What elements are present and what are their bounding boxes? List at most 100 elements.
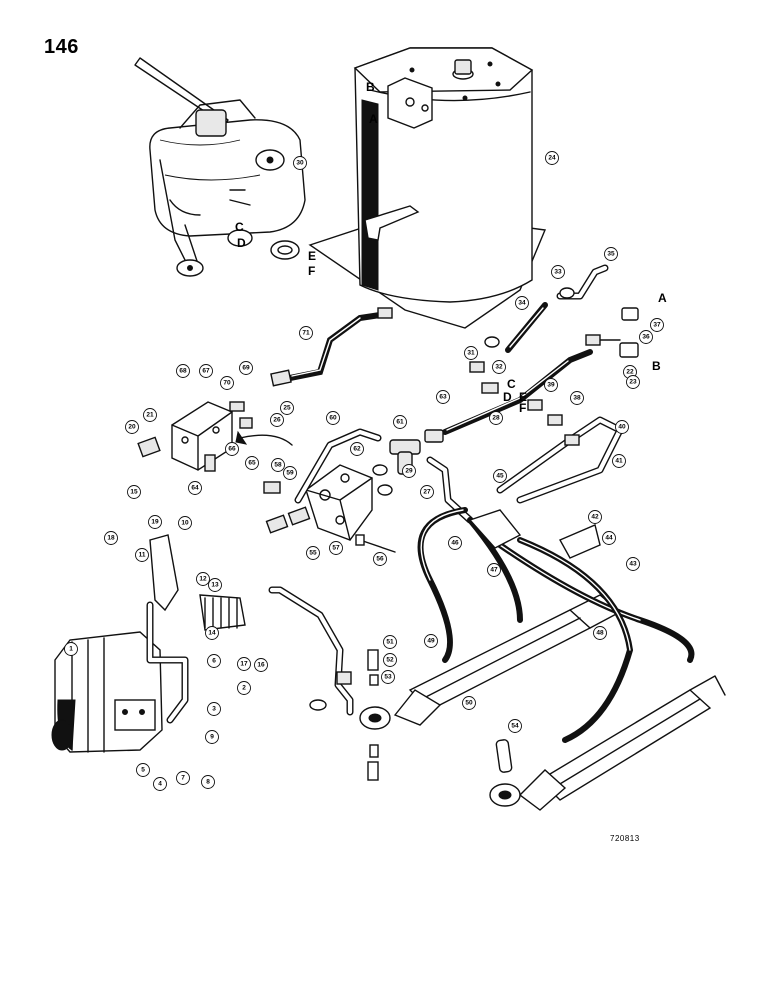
callout-13: 13 (208, 578, 222, 592)
right-port-letters: A B C D E F (503, 291, 667, 415)
svg-text:10: 10 (181, 520, 189, 527)
callout-11: 11 (135, 548, 149, 562)
port-letter-E-steer: E (308, 249, 316, 263)
callout-61: 61 (393, 415, 407, 429)
svg-text:8: 8 (206, 779, 210, 786)
port-letter-D-steer: D (237, 236, 246, 250)
svg-text:49: 49 (427, 638, 435, 645)
svg-text:47: 47 (490, 567, 498, 574)
steering-port-letters: C D E F (235, 220, 316, 278)
svg-text:20: 20 (128, 424, 136, 431)
control-valve (263, 428, 421, 553)
callout-31: 31 (464, 346, 478, 360)
valve-block-64 (137, 401, 293, 472)
svg-text:50: 50 (465, 700, 473, 707)
callout-23: 23 (626, 375, 640, 389)
svg-text:61: 61 (396, 419, 404, 426)
svg-text:55: 55 (309, 550, 317, 557)
callout-69: 69 (239, 361, 253, 375)
callout-67: 67 (199, 364, 213, 378)
page-number: 146 (44, 36, 79, 58)
callout-50: 50 (462, 696, 476, 710)
svg-text:19: 19 (151, 519, 159, 526)
svg-text:65: 65 (248, 460, 256, 467)
callout-52: 52 (383, 653, 397, 667)
callout-33: 33 (551, 265, 565, 279)
port-letter-B-tank: B (366, 80, 375, 94)
svg-text:54: 54 (511, 723, 519, 730)
svg-text:17: 17 (240, 661, 248, 668)
callout-62: 62 (350, 442, 364, 456)
svg-text:56: 56 (376, 556, 384, 563)
svg-text:15: 15 (130, 489, 138, 496)
svg-text:39: 39 (547, 382, 555, 389)
svg-text:25: 25 (283, 405, 291, 412)
callout-18: 18 (104, 531, 118, 545)
svg-text:48: 48 (596, 630, 604, 637)
hose-routing-upper (270, 264, 639, 524)
svg-text:27: 27 (423, 489, 431, 496)
callout-51: 51 (383, 635, 397, 649)
svg-text:45: 45 (496, 473, 504, 480)
callout-70: 70 (220, 376, 234, 390)
svg-text:42: 42 (591, 514, 599, 521)
svg-text:57: 57 (332, 545, 340, 552)
svg-text:30: 30 (296, 160, 304, 167)
callout-35: 35 (604, 247, 618, 261)
svg-text:4: 4 (158, 781, 162, 788)
callout-20: 20 (125, 420, 139, 434)
port-letter-F-steer: F (308, 264, 315, 278)
callout-64: 64 (188, 481, 202, 495)
callout-57: 57 (329, 541, 343, 555)
svg-text:68: 68 (179, 368, 187, 375)
svg-text:28: 28 (492, 415, 500, 422)
svg-text:60: 60 (329, 415, 337, 422)
port-letter-F-right: F (519, 401, 526, 415)
callout-68: 68 (176, 364, 190, 378)
callout-46: 46 (448, 536, 462, 550)
hydraulic-reservoir: B A (308, 47, 546, 329)
svg-text:22: 22 (626, 369, 634, 376)
port-letter-C-right: C (507, 377, 516, 391)
callout-27: 27 (420, 485, 434, 499)
callout-1: 1 (64, 642, 78, 656)
callout-41: 41 (612, 454, 626, 468)
figure-code: 720813 (610, 834, 640, 843)
svg-text:66: 66 (228, 446, 236, 453)
callout-30: 30 (293, 156, 307, 170)
callout-6: 6 (207, 654, 221, 668)
svg-text:6: 6 (212, 658, 216, 665)
hydraulic-pump (51, 534, 354, 753)
callout-17: 17 (237, 657, 251, 671)
port-letter-C-steer: C (235, 220, 244, 234)
svg-text:51: 51 (386, 639, 394, 646)
svg-text:40: 40 (618, 424, 626, 431)
svg-text:2: 2 (242, 685, 246, 692)
callout-54: 54 (508, 719, 522, 733)
svg-text:33: 33 (554, 269, 562, 276)
callout-7: 7 (176, 771, 190, 785)
svg-text:3: 3 (212, 706, 216, 713)
callout-9: 9 (205, 730, 219, 744)
callout-5: 5 (136, 763, 150, 777)
svg-text:34: 34 (518, 300, 526, 307)
svg-text:26: 26 (273, 417, 281, 424)
callout-45: 45 (493, 469, 507, 483)
callout-10: 10 (178, 516, 192, 530)
svg-text:58: 58 (274, 462, 282, 469)
callout-8: 8 (201, 775, 215, 789)
callout-37: 37 (650, 318, 664, 332)
svg-text:70: 70 (223, 380, 231, 387)
svg-text:38: 38 (573, 395, 581, 402)
callout-49: 49 (424, 634, 438, 648)
callout-3: 3 (207, 702, 221, 716)
callout-26: 26 (270, 413, 284, 427)
svg-text:59: 59 (286, 470, 294, 477)
svg-text:5: 5 (141, 767, 145, 774)
svg-text:9: 9 (210, 734, 214, 741)
callout-24: 24 (545, 151, 559, 165)
svg-text:64: 64 (191, 485, 199, 492)
callout-60: 60 (326, 411, 340, 425)
svg-text:21: 21 (146, 412, 154, 419)
